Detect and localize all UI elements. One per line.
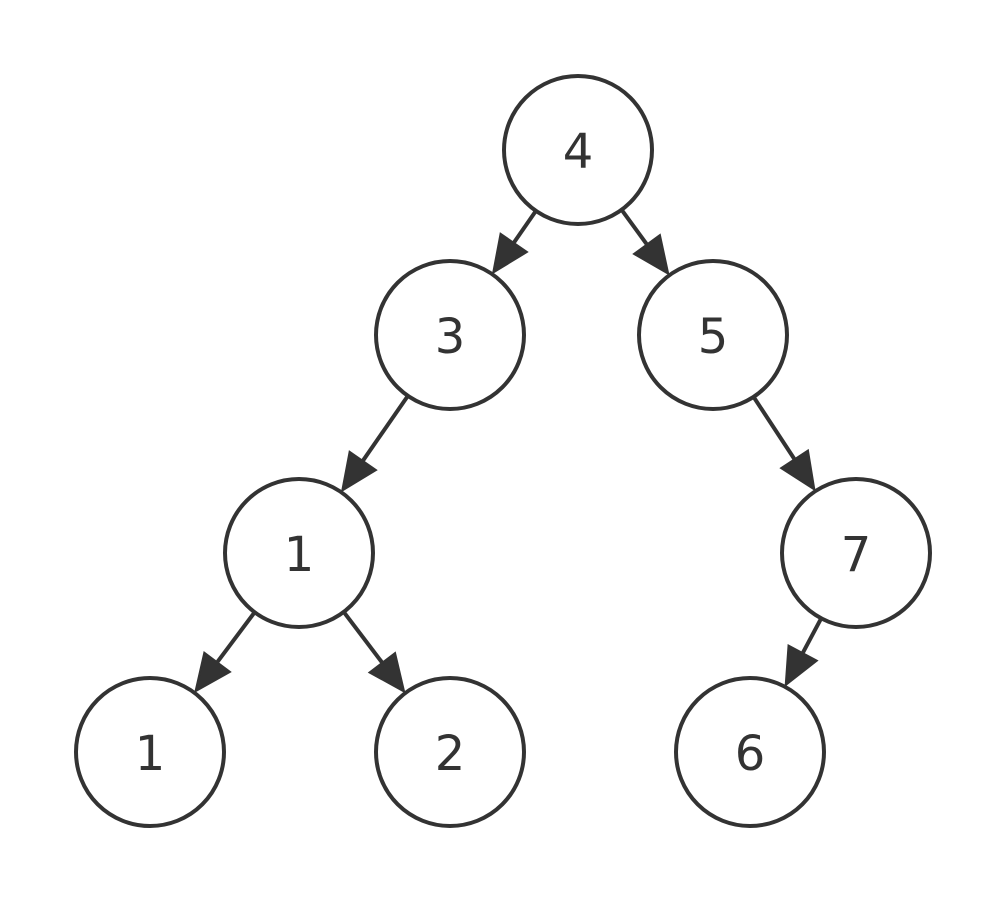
- node-label: 7: [841, 527, 872, 583]
- edge-n1a-to-n2: [342, 610, 386, 666]
- edge-n4-to-n3: [510, 209, 538, 246]
- edge-n3-to-n1a: [359, 394, 410, 464]
- edge-n1a-to-n1b: [214, 611, 257, 666]
- tree-node-n2: 2: [374, 676, 526, 828]
- node-circle: [374, 259, 526, 411]
- node-circle: [780, 477, 932, 629]
- node-circle: [674, 676, 826, 828]
- tree-node-n7: 7: [780, 477, 932, 629]
- node-circle: [74, 676, 226, 828]
- edge-n7-to-n6: [799, 617, 823, 656]
- tree-node-n6: 6: [674, 676, 826, 828]
- node-label: 1: [284, 527, 315, 583]
- arrowhead-n5-to-n7: [779, 448, 816, 492]
- node-circle: [502, 74, 654, 226]
- node-label: 4: [563, 124, 594, 180]
- tree-node-n1a: 1: [223, 477, 375, 629]
- node-label: 6: [735, 726, 766, 782]
- tree-node-n3: 3: [374, 259, 526, 411]
- arrowhead-n3-to-n1a: [340, 450, 378, 493]
- tree-edges: [194, 208, 823, 694]
- edge-n5-to-n7: [751, 395, 798, 463]
- node-label: 3: [435, 309, 466, 365]
- arrowhead-n1a-to-n1b: [194, 651, 232, 694]
- node-circle: [223, 477, 375, 629]
- tree-node-n1b: 1: [74, 676, 226, 828]
- arrowhead-n7-to-n6: [784, 644, 819, 688]
- node-circle: [637, 259, 789, 411]
- node-label: 2: [435, 726, 466, 782]
- node-label: 1: [135, 726, 166, 782]
- tree-node-n4: 4: [502, 74, 654, 226]
- arrowhead-n1a-to-n2: [367, 651, 406, 694]
- node-circle: [374, 676, 526, 828]
- tree-node-n5: 5: [637, 259, 789, 411]
- edge-n4-to-n5: [620, 208, 650, 248]
- arrowhead-n4-to-n5: [632, 233, 670, 276]
- node-label: 5: [698, 309, 729, 365]
- arrowhead-n4-to-n3: [491, 232, 529, 275]
- tree-nodes: 4 3 5 1 7 1 2 6: [74, 74, 932, 828]
